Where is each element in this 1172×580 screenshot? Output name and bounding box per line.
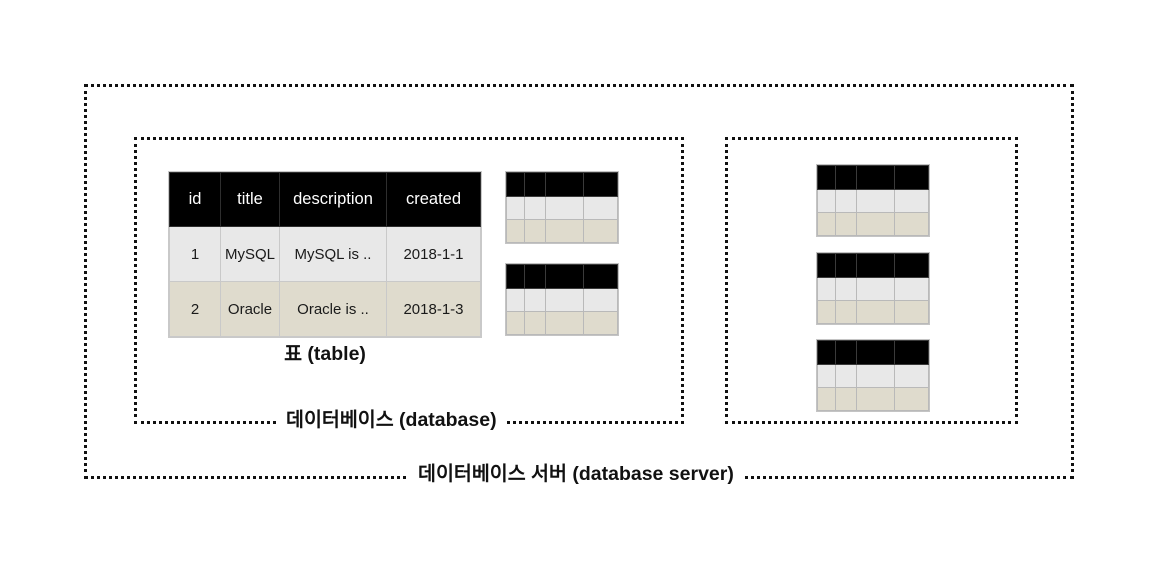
mini-table-row xyxy=(817,189,929,213)
column-header-description: description xyxy=(279,172,387,227)
mini-table-row xyxy=(506,196,618,220)
cell-created: 2018-1-3 xyxy=(386,281,481,337)
mini-table xyxy=(817,165,929,236)
mini-table-header-row xyxy=(817,253,929,278)
mini-table-row xyxy=(817,277,929,301)
cell-title: Oracle xyxy=(220,281,280,337)
mini-table xyxy=(817,253,929,324)
mini-table-row xyxy=(506,288,618,312)
cell-description: MySQL is .. xyxy=(279,226,387,282)
cell-title: MySQL xyxy=(220,226,280,282)
mini-table xyxy=(506,264,618,335)
mini-table-header-row xyxy=(817,340,929,365)
column-header-title: title xyxy=(220,172,280,227)
mini-table-row xyxy=(506,219,618,243)
mini-table xyxy=(817,340,929,411)
cell-description: Oracle is .. xyxy=(279,281,387,337)
database-boundary-right xyxy=(725,137,1018,424)
cell-created: 2018-1-1 xyxy=(386,226,481,282)
mini-table xyxy=(506,172,618,243)
mini-table-header-row xyxy=(506,172,618,197)
table-caption: 표 (table) xyxy=(284,343,366,365)
cell-id: 2 xyxy=(169,281,221,337)
cell-id: 1 xyxy=(169,226,221,282)
mini-table-header-row xyxy=(817,165,929,190)
table-row: 2 Oracle Oracle is .. 2018-1-3 xyxy=(169,281,481,337)
main-table: id title description created 1 MySQL MyS… xyxy=(169,172,481,337)
mini-table-row xyxy=(817,364,929,388)
table-header-row: id title description created xyxy=(169,172,481,227)
database-label: 데이터베이스 (database) xyxy=(277,409,506,433)
mini-table-row xyxy=(817,387,929,411)
table-row: 1 MySQL MySQL is .. 2018-1-1 xyxy=(169,226,481,282)
mini-table-row xyxy=(817,212,929,236)
column-header-id: id xyxy=(169,172,221,227)
mini-table-header-row xyxy=(506,264,618,289)
mini-table-row xyxy=(506,311,618,335)
database-server-label: 데이터베이스 서버 (database server) xyxy=(409,463,743,487)
mini-table-row xyxy=(817,300,929,324)
column-header-created: created xyxy=(386,172,481,227)
